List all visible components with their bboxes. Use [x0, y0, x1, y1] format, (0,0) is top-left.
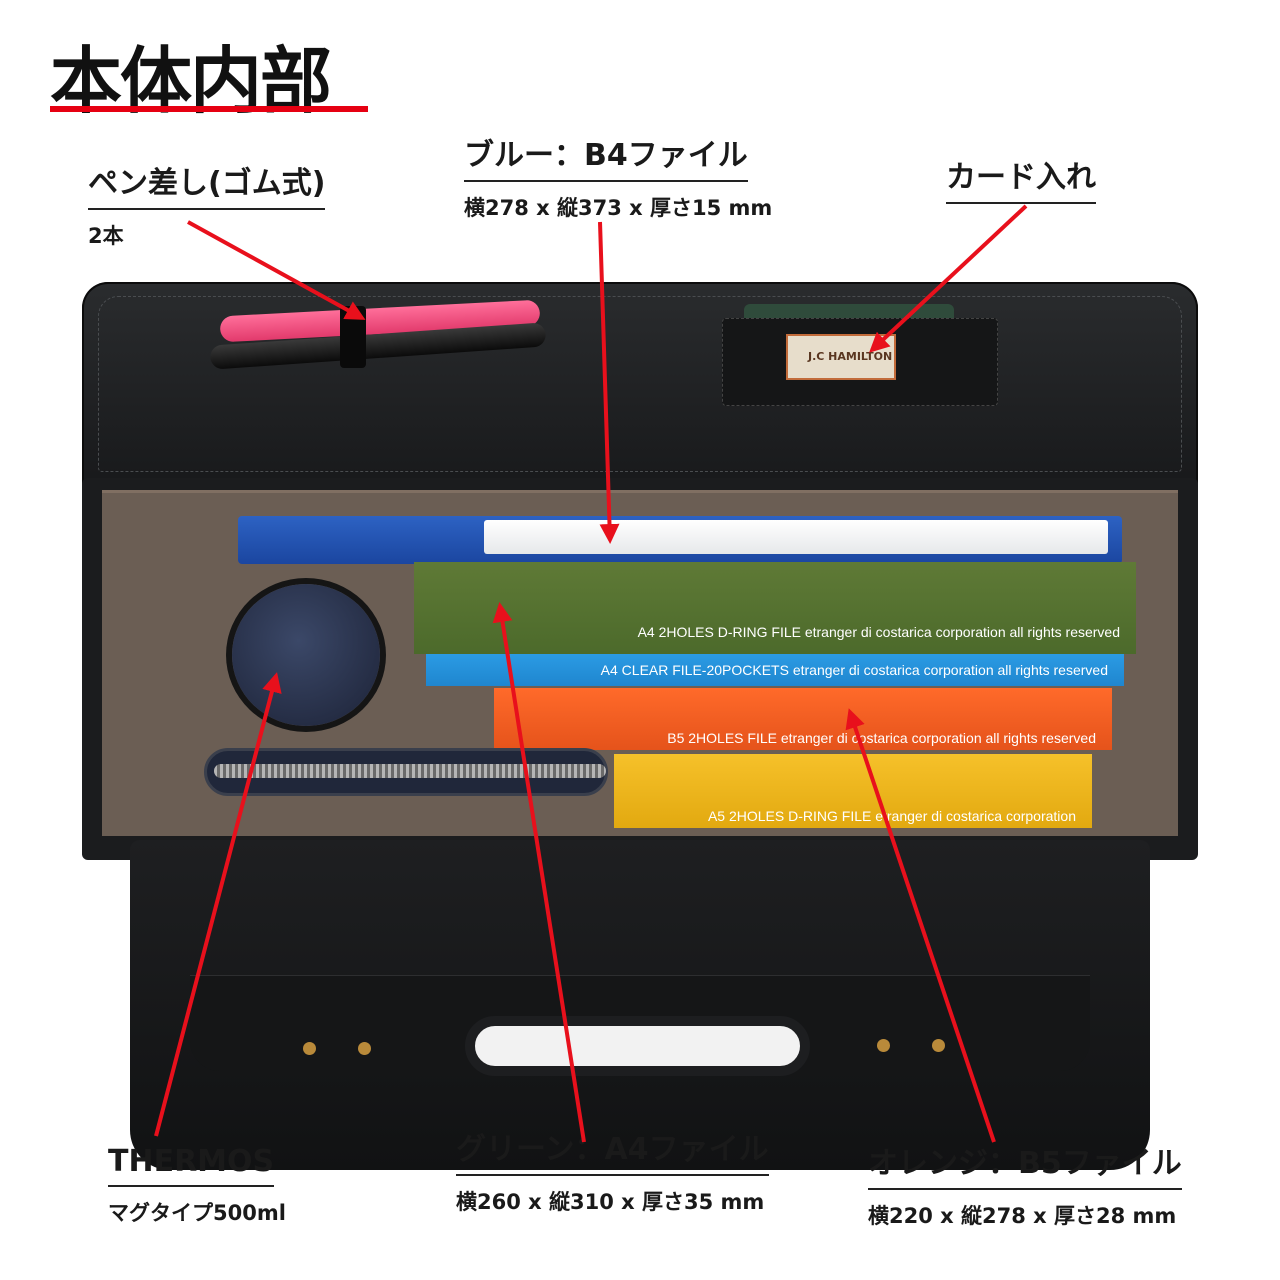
b4-file-sleeve: [484, 520, 1108, 554]
b4-file-label: ブルー：B4ファイル 横278 x 縦373 x 厚さ15 mm: [464, 130, 772, 222]
b4-file-heading: ブルー：B4ファイル: [464, 130, 748, 182]
rivet: [358, 1042, 371, 1055]
thermos-mug: [232, 584, 380, 726]
a4-green-file: A4 2HOLES D-RING FILE etranger di costar…: [414, 562, 1136, 654]
thermos-detail: マグタイプ500ml: [108, 1201, 286, 1225]
rivet: [877, 1039, 890, 1052]
pen-holder-heading: ペン差し(ゴム式): [88, 158, 326, 210]
thermos-heading: THERMOS: [108, 1144, 275, 1187]
pen-holder-detail: 2本: [88, 224, 124, 248]
b5-file-heading: オレンジ：B5ファイル: [868, 1138, 1182, 1190]
a4-file-heading: グリーン：A4ファイル: [456, 1124, 769, 1176]
pen-holder-strap: [340, 306, 366, 368]
card-holder-label: カード入れ: [946, 152, 1096, 204]
handle-cutout: [465, 1016, 810, 1076]
a4-file-dimensions: 横260 x 縦310 x 厚さ35 mm: [456, 1190, 765, 1214]
rivet: [932, 1039, 945, 1052]
b5-orange-file: B5 2HOLES FILE etranger di costarica cor…: [494, 688, 1112, 750]
a5-yellow-file: A5 2HOLES D-RING FILE etranger di costar…: [614, 754, 1092, 828]
b5-file-dimensions: 横220 x 縦278 x 厚さ28 mm: [868, 1204, 1177, 1228]
brand-patch-text: J.C HAMILTON: [808, 350, 893, 363]
rivet: [303, 1042, 316, 1055]
pen-holder-label: ペン差し(ゴム式) 2本: [88, 158, 326, 250]
lid-stitching: [98, 296, 1182, 472]
card-holder-heading: カード入れ: [946, 152, 1096, 204]
a4-clear-file: A4 CLEAR FILE-20POCKETS etranger di cost…: [426, 654, 1124, 686]
title-underline: [50, 106, 368, 112]
thermos-label: THERMOS マグタイプ500ml: [108, 1144, 286, 1227]
b5-file-label: オレンジ：B5ファイル 横220 x 縦278 x 厚さ28 mm: [868, 1138, 1182, 1230]
b4-file-dimensions: 横278 x 縦373 x 厚さ15 mm: [464, 196, 773, 220]
zipper: [214, 764, 606, 778]
a4-file-label: グリーン：A4ファイル 横260 x 縦310 x 厚さ35 mm: [456, 1124, 769, 1216]
